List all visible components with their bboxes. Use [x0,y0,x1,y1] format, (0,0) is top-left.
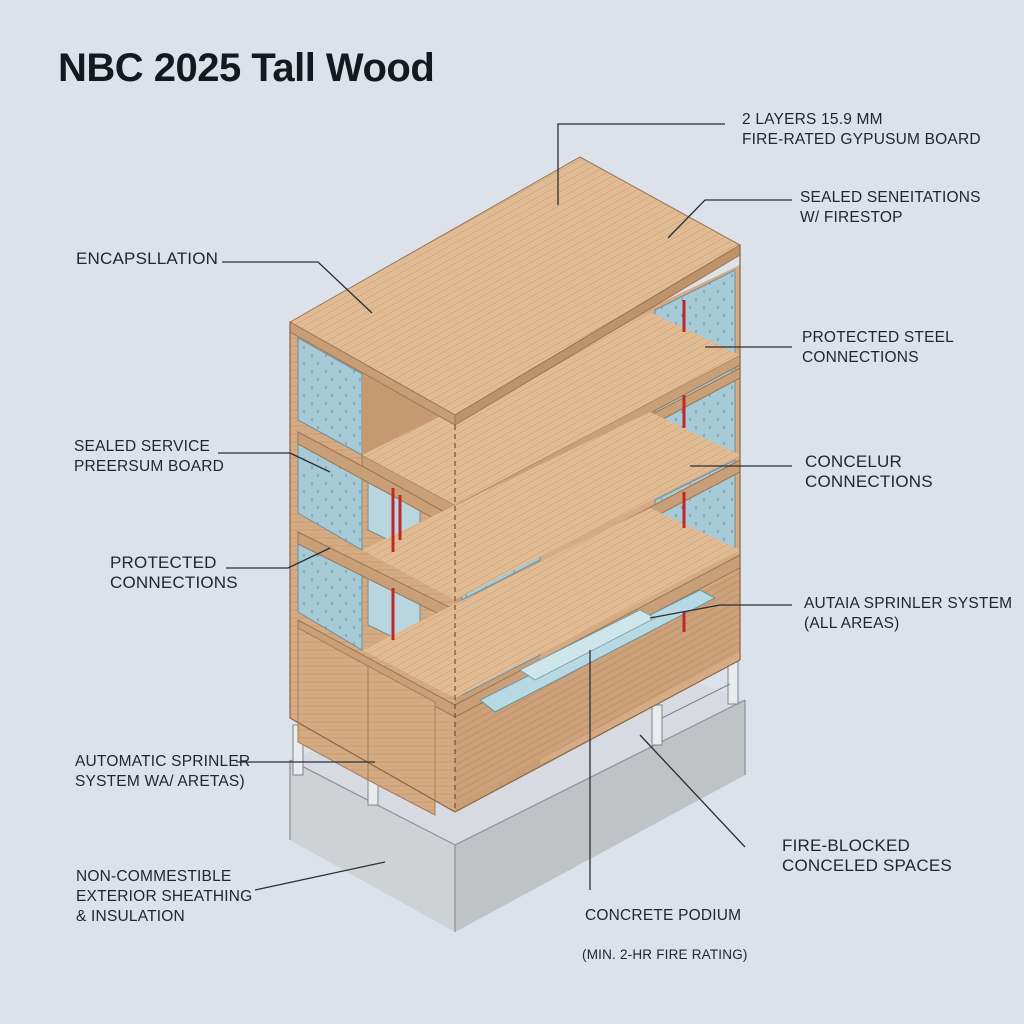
callout-line: EXTERIOR SHEATHING [76,888,253,905]
callout-line: CONCELED SPACES [782,856,952,875]
callout-encapsulation: ENCAPSLLATION [76,249,218,269]
diagram-title: NBC 2025 Tall Wood [58,46,435,90]
callout-exterior: NON-COMMESTIBLE EXTERIOR SHEATHING & INS… [76,867,252,927]
callout-line: CONCELUR [805,452,903,471]
callout-line: PROTECTED STEEL [802,329,954,346]
callout-service-board: SEALED SERVICE PREERSUM BOARD [74,437,224,477]
callout-line: PREERSUM BOARD [74,458,225,475]
callout-line: (ALL AREAS) [804,615,900,632]
callout-line: SEALED SENEITATIONS [800,189,981,206]
callout-fire-blocked: FIRE-BLOCKED CONCELED SPACES [782,836,952,876]
callout-gypsum-board: 2 LAYERS 15.9 MM FIRE-RATED GYPUSUM BOAR… [742,110,981,150]
callout-line: FIRE-BLOCKED [782,836,911,855]
callout-line: ENCAPSLLATION [76,249,219,268]
callout-line: & INSULATION [76,908,185,925]
callout-line: CONNECTIONS [802,349,919,366]
callout-podium: CONCRETE PODIUM [585,906,741,926]
callout-line: AUTOMATIC SPRINLER [75,753,251,770]
callout-line: AUTAIA SPRINLER SYSTEM [804,595,1013,612]
callout-line: CONNECTIONS [805,472,933,491]
lower-cladding [297,627,436,816]
roof-slab [288,156,742,426]
callout-line: FIRE-RATED GYPUSUM BOARD [742,131,981,148]
callout-line: 2 LAYERS 15.9 MM [742,111,883,128]
floor-slabs [297,312,741,718]
callout-line: CONNECTIONS [110,573,238,592]
callout-protected-connections: PROTECTED CONNECTIONS [110,553,238,593]
callout-penetrations: SEALED SENEITATIONS W/ FIRESTOP [800,188,981,228]
callout-line: SYSTEM WA/ ARETAS) [75,773,245,790]
callout-line: W/ FIRESTOP [800,209,903,226]
callout-line: PROTECTED [110,553,217,572]
callout-line: SEALED SERVICE [74,438,211,455]
callout-sprinkler-all: AUTAIA SPRINLER SYSTEM (ALL AREAS) [804,594,1012,634]
callout-line: CONCRETE PODIUM [585,907,742,924]
callout-concealed-connections: CONCELUR CONNECTIONS [805,452,933,492]
leader-lines [218,123,792,891]
callout-sprinkler-areas: AUTOMATIC SPRINLER SYSTEM WA/ ARETAS) [75,752,250,792]
callout-line: (MIN. 2-HR FIRE RATING) [582,947,748,962]
sprinkler-pipes [391,300,686,640]
building-outline [289,245,741,813]
callout-podium-rating: (MIN. 2-HR FIRE RATING) [582,945,748,965]
callout-line: NON-COMMESTIBLE [76,868,232,885]
callout-steel-connections: PROTECTED STEEL CONNECTIONS [802,328,954,368]
lower-level [455,570,740,805]
